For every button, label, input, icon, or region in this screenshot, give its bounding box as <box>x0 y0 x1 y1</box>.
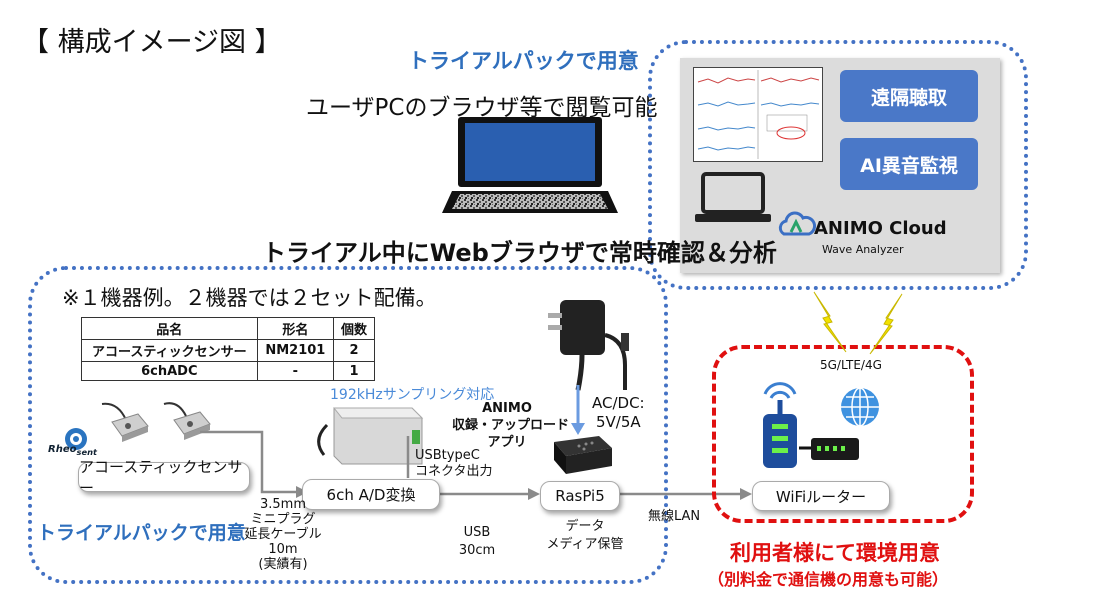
animo-cloud-logo-icon <box>778 211 816 236</box>
data-storage-line: データ <box>565 519 605 534</box>
pc-caption: ユーザPCのブラウザ等で閲覧可能 <box>306 95 658 121</box>
raspi-device-icon <box>554 436 612 474</box>
user-setup-label: 利用者様にて環境用意 <box>730 541 940 565</box>
small-laptop-icon <box>695 172 771 222</box>
animo-app-line: アプリ <box>487 435 527 450</box>
sampling-label: 192kHzサンプリング対応 <box>330 387 495 403</box>
lightning-icon <box>813 291 847 353</box>
raspi-node: RasPi5 <box>540 481 620 511</box>
table-header-row: 品名 形名 個数 <box>81 317 375 340</box>
configuration-note: ※１機器例。２機器では２セット配備。 <box>62 286 437 310</box>
device-region <box>28 266 668 584</box>
table-row: アコースティックセンサー NM2101 2 <box>81 339 375 362</box>
lightning-icon <box>869 293 903 355</box>
cable-line: ミニプラグ <box>250 512 316 527</box>
remote-listening-button[interactable]: 遠隔聴取 <box>840 70 978 122</box>
adc-device-icon <box>317 407 424 465</box>
dashboard-thumbnail <box>693 67 823 162</box>
rheosent-logo-text: Rheosent <box>48 444 97 457</box>
usb-cable-line: 30cm <box>458 543 496 558</box>
acdc-line: AC/DC: <box>592 394 645 412</box>
power-arrow <box>571 385 585 435</box>
usbc-line: USBtypeC <box>415 448 480 463</box>
animo-app-label: ANIMO 収録・アップロード アプリ <box>452 400 570 451</box>
animo-app-line: 収録・アップロード <box>452 418 570 433</box>
acoustic-sensor-icon <box>101 402 149 442</box>
usbc-label: USBtypeC コネクタ出力 <box>415 448 492 480</box>
usb-cable-label: USB 30cm <box>452 524 502 560</box>
laptop-icon <box>442 117 618 213</box>
table-cell: 6chADC <box>81 361 258 381</box>
animo-app-line: ANIMO <box>482 401 532 416</box>
router-icon <box>763 382 859 468</box>
table-header: 個数 <box>333 317 375 340</box>
cable-line: 10m <box>268 542 298 557</box>
acdc-label: AC/DC: 5V/5A <box>592 394 645 432</box>
bottom-trial-label: トライアルパックで用意 <box>37 522 246 544</box>
cable-line: (実績有) <box>258 557 308 572</box>
ai-anomaly-button[interactable]: AI異音監視 <box>840 138 978 190</box>
adc-node: 6ch A/D変換 <box>302 479 440 510</box>
usbc-line: コネクタ出力 <box>415 464 493 479</box>
data-storage-label: データ メディア保管 <box>540 518 630 554</box>
wireless-lan-label: 無線LAN <box>648 509 701 524</box>
acdc-line: 5V/5A <box>595 413 641 431</box>
table-header: 品名 <box>81 317 258 340</box>
data-storage-line: メディア保管 <box>546 537 624 552</box>
table-cell: 1 <box>333 361 375 381</box>
table-cell: NM2101 <box>256 339 335 362</box>
cable-line: 3.5mm <box>259 497 306 512</box>
logo-text: Rheo <box>48 444 77 455</box>
router-node: WiFiルーター <box>752 481 890 511</box>
logo-text: sent <box>76 447 97 457</box>
brand-subtitle: Wave Analyzer <box>822 243 904 256</box>
top-trial-label: トライアルパックで用意 <box>408 49 639 73</box>
cable-line: 延長ケーブル <box>244 527 322 542</box>
user-setup-sublabel: （別料金で通信機の用意も可能） <box>708 570 949 589</box>
rheosent-logo <box>65 428 87 450</box>
table-cell: - <box>256 361 335 381</box>
table-row: 6chADC - 1 <box>81 361 375 381</box>
headline: トライアル中にWebブラウザで常時確認＆分析 <box>262 239 777 267</box>
cable-label: 3.5mm ミニプラグ 延長ケーブル 10m (実績有) <box>238 497 328 572</box>
acoustic-sensor-icon <box>163 402 211 440</box>
diagram-title: 【 構成イメージ図 】 <box>22 27 282 58</box>
sensor-node: アコースティックセンサー <box>78 458 250 497</box>
table-cell: アコースティックセンサー <box>81 339 258 362</box>
cloud-region <box>648 40 1028 290</box>
network-label: 5G/LTE/4G <box>820 358 882 372</box>
usb-cable-line: USB <box>463 525 491 540</box>
parts-table: 品名 形名 個数 アコースティックセンサー NM2101 2 6chADC - … <box>81 317 375 381</box>
power-adapter-icon <box>548 300 629 391</box>
brand-name: ANIMO Cloud <box>814 218 947 239</box>
globe-icon <box>841 387 879 427</box>
